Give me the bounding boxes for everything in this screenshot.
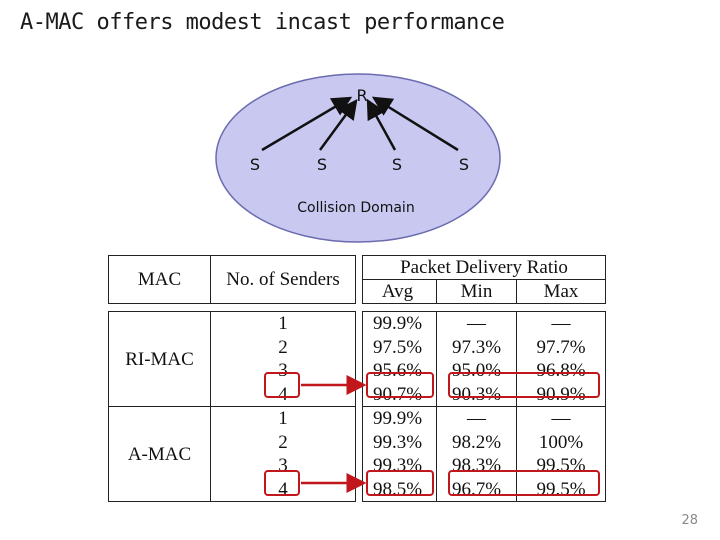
header-min: Min — [436, 279, 516, 304]
min-cell: — — [436, 407, 516, 431]
link-s2-r — [318, 98, 358, 151]
collision-domain-ellipse — [215, 73, 501, 243]
link-s1-r — [261, 96, 353, 152]
avg-cell: 99.9% — [362, 407, 432, 431]
pdr-table: MAC No. of Senders Packet Delivery Ratio… — [108, 255, 606, 502]
collision-domain-diagram: R S S S S Collision Domain — [215, 73, 501, 243]
senders-cell: 3 — [210, 454, 356, 478]
pdr-table-container: MAC No. of Senders Packet Delivery Ratio… — [108, 255, 606, 502]
mac-name: RI-MAC — [108, 311, 210, 407]
senders-cell: 2 — [210, 430, 356, 454]
highlight-ri-mac-4-min-max — [448, 372, 600, 398]
table-row: A-MAC 1 99.9% — — — [108, 407, 606, 502]
senders-cell: 2 — [210, 335, 356, 359]
header-senders: No. of Senders — [210, 255, 356, 304]
max-cell: 96.8% — [516, 359, 606, 383]
avg-cell: 99.3% — [362, 430, 432, 454]
max-cell: 90.9% — [516, 382, 606, 407]
sender-node-label: S — [392, 155, 402, 174]
slide-title: A-MAC offers modest incast performance — [20, 10, 505, 35]
sender-node-label: S — [317, 155, 327, 174]
min-cell: 95.0% — [436, 359, 516, 383]
header-max: Max — [516, 279, 606, 304]
senders-cell: 1 — [210, 407, 356, 431]
table-row: 2 97.5% 97.3% 97.7% — [108, 335, 606, 359]
receiver-node-label: R — [356, 86, 367, 105]
header-mac: MAC — [108, 255, 210, 304]
page-number: 28 — [681, 513, 698, 528]
header-pdr: Packet Delivery Ratio — [362, 255, 606, 279]
avg-cell: 95.6% — [362, 359, 432, 383]
max-cell: 100% — [516, 430, 606, 454]
highlight-a-mac-4-min-max — [448, 470, 600, 496]
min-cell: — — [436, 311, 516, 336]
highlight-a-mac-4-senders — [264, 470, 300, 496]
avg-cell: 97.5% — [362, 335, 432, 359]
link-s4-r — [371, 96, 459, 152]
avg-cell: 99.9% — [362, 311, 432, 336]
table-row: 2 99.3% 98.2% 100% — [108, 430, 606, 454]
table-row: 4 90.7% 90.3% 90.9% — [108, 382, 606, 407]
min-cell: 98.2% — [436, 430, 516, 454]
collision-domain-label: Collision Domain — [297, 200, 414, 216]
highlight-a-mac-4-avg — [366, 470, 434, 496]
table-row: RI-MAC 1 99.9% — — — [108, 311, 606, 407]
max-cell: — — [516, 311, 606, 336]
sender-node-label: S — [250, 155, 260, 174]
senders-cell: 1 — [210, 311, 356, 336]
mac-name: A-MAC — [108, 407, 210, 502]
highlight-ri-mac-4-avg — [366, 372, 434, 398]
max-cell: 97.7% — [516, 335, 606, 359]
table-row: 3 95.6% 95.0% 96.8% — [108, 359, 606, 383]
min-cell: 90.3% — [436, 382, 516, 407]
header-avg: Avg — [362, 279, 432, 304]
sender-node-label: S — [459, 155, 469, 174]
min-cell: 97.3% — [436, 335, 516, 359]
highlight-ri-mac-4-senders — [264, 372, 300, 398]
senders-cell: 3 — [210, 359, 356, 383]
max-cell: — — [516, 407, 606, 431]
